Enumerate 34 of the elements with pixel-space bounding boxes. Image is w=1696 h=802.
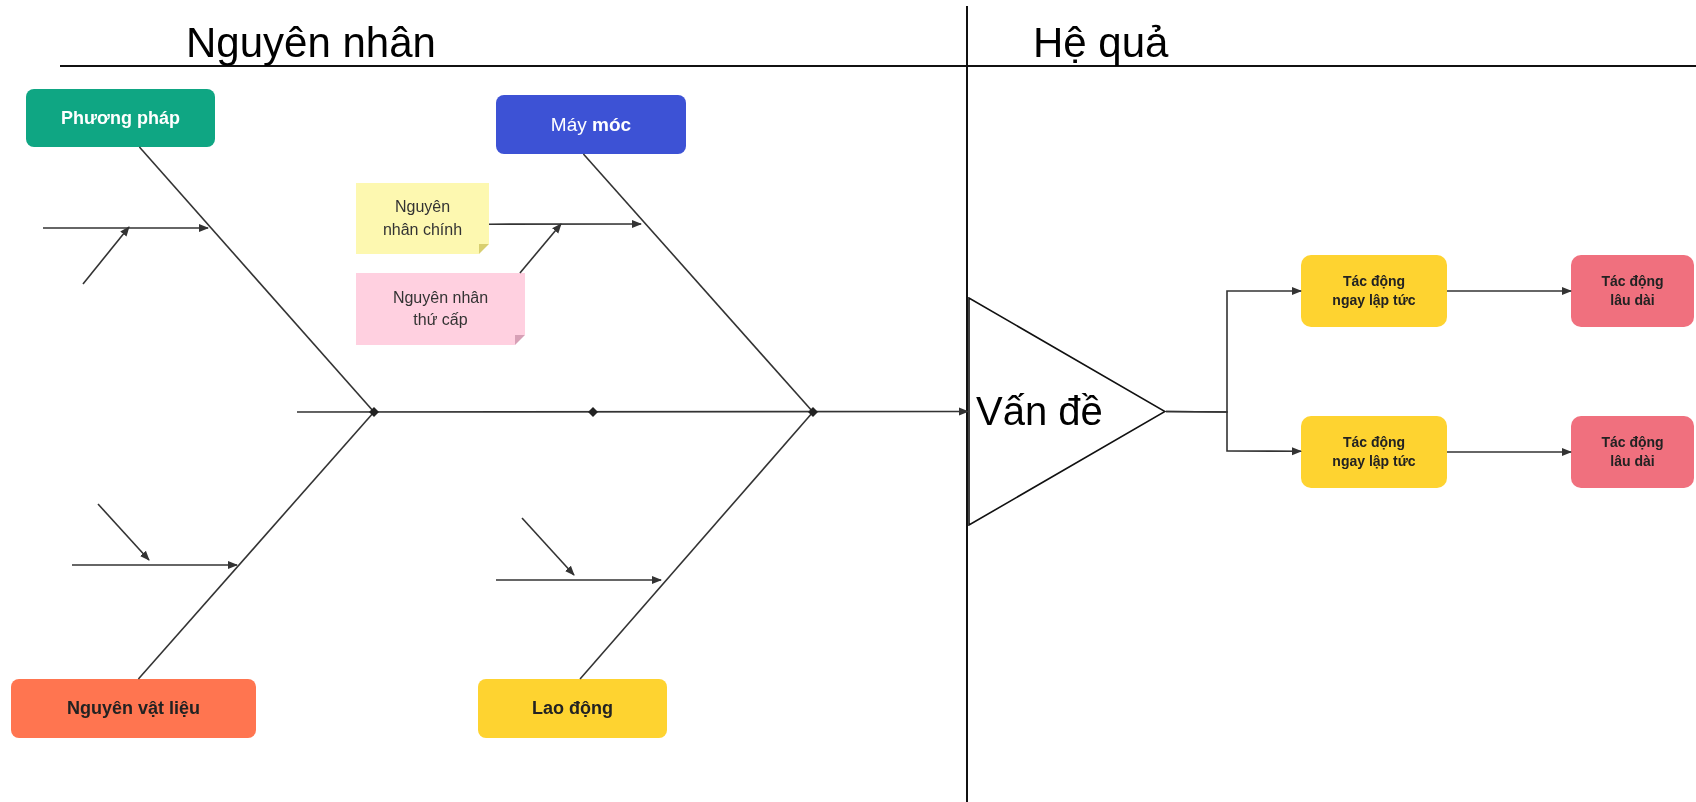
node-label: Lao động bbox=[532, 698, 613, 719]
effect-box bbox=[1301, 255, 1447, 327]
bone-line bbox=[138, 146, 375, 413]
problem-triangle bbox=[968, 297, 1166, 526]
section-heading: Nguyên nhân bbox=[186, 22, 436, 64]
bone-line bbox=[137, 411, 375, 680]
node-label: Tác động lâu dài bbox=[1600, 433, 1665, 471]
node-label: Nguyên nhân thứ cấp bbox=[391, 287, 490, 330]
arrow bbox=[296, 407, 969, 416]
effect-box bbox=[1571, 416, 1694, 488]
node-label: Tác động ngay lập tức bbox=[1331, 272, 1417, 310]
sticky-note bbox=[356, 183, 489, 254]
node-label: Tác động ngay lập tức bbox=[1331, 433, 1417, 471]
node-label: Nguyên nhân chính bbox=[381, 197, 464, 240]
effect-box bbox=[1301, 416, 1447, 488]
category-box bbox=[478, 679, 667, 738]
bone-line bbox=[582, 153, 814, 413]
section-heading: Hệ quả bbox=[1033, 22, 1169, 64]
arrow bbox=[488, 220, 642, 228]
bone-line bbox=[579, 411, 814, 680]
node-label: Tác động lâu dài bbox=[1600, 272, 1665, 310]
category-box bbox=[11, 679, 256, 738]
node-label: Phương pháp bbox=[61, 107, 180, 129]
category-box bbox=[496, 95, 686, 154]
node-label: Máy móc bbox=[550, 113, 632, 136]
category-box bbox=[26, 89, 215, 147]
arrow bbox=[1165, 410, 1302, 456]
arrow bbox=[1446, 287, 1572, 295]
problem-label: Vấn đề bbox=[976, 389, 1103, 434]
arrow bbox=[519, 223, 562, 274]
sticky-note bbox=[356, 273, 525, 345]
effect-box bbox=[1571, 255, 1694, 327]
arrow bbox=[1446, 448, 1572, 456]
node-label: Nguyên vật liệu bbox=[67, 698, 200, 719]
